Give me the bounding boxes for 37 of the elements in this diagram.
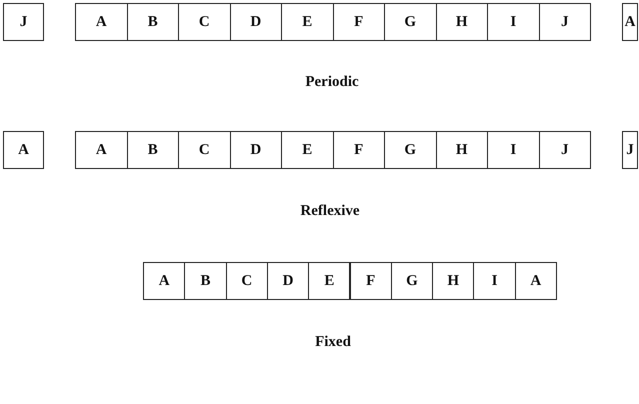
letter-cell: A <box>143 262 186 300</box>
letter-cell: G <box>390 262 434 300</box>
letter-cell: C <box>226 262 268 300</box>
letter-cell: A <box>3 131 44 169</box>
letter-cell: D <box>230 3 282 41</box>
letter-cell: I <box>473 262 516 300</box>
letter-cell: H <box>436 131 488 169</box>
letter-cell: I <box>487 131 540 169</box>
letter-cell: F <box>332 3 385 41</box>
letter-cell: H <box>432 262 474 300</box>
letter-cell: D <box>230 131 282 169</box>
letter-cell: B <box>184 262 227 300</box>
letter-cell: J <box>3 3 44 41</box>
boundary-caption: Fixed <box>315 334 351 351</box>
letter-cell: A <box>75 131 128 169</box>
letter-cell: A <box>514 262 557 300</box>
letter-cell: A <box>622 3 638 41</box>
letter-cell: J <box>538 3 591 41</box>
letter-cell: J <box>622 131 638 169</box>
letter-cell: G <box>384 131 436 169</box>
letter-cell: F <box>350 262 392 300</box>
letter-cell: G <box>384 3 436 41</box>
letter-cell: B <box>126 3 179 41</box>
letter-cell: E <box>308 262 350 300</box>
letter-cell: H <box>436 3 488 41</box>
boundary-caption: Periodic <box>305 74 359 91</box>
letter-cell: C <box>178 131 230 169</box>
letter-cell: D <box>266 262 310 300</box>
boundary-caption: Reflexive <box>300 203 360 220</box>
letter-cell: E <box>281 3 334 41</box>
letter-cell: C <box>178 3 230 41</box>
letter-cell: E <box>281 131 334 169</box>
letter-cell: F <box>332 131 385 169</box>
letter-cell: B <box>126 131 179 169</box>
letter-cell: J <box>538 131 591 169</box>
letter-cell: A <box>75 3 128 41</box>
letter-cell: I <box>487 3 540 41</box>
